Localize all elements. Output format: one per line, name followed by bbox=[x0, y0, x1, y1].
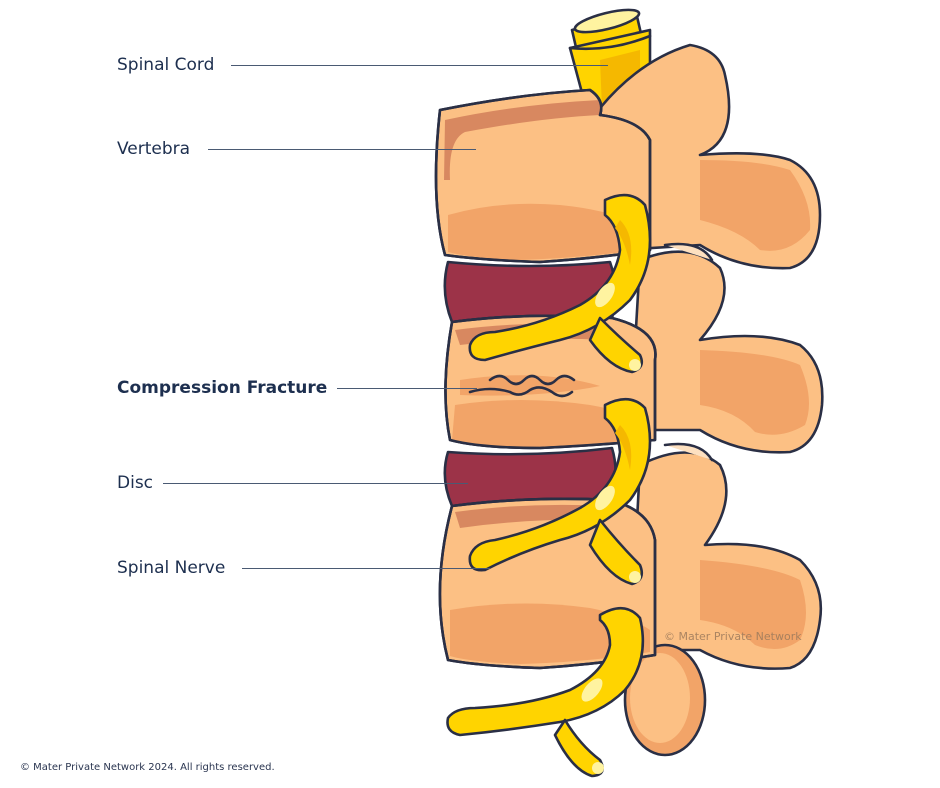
leader-spinal-nerve bbox=[242, 568, 490, 569]
posterior-process-middle bbox=[628, 250, 824, 454]
leader-spinal-cord bbox=[231, 65, 608, 66]
label-compression-fracture: Compression Fracture bbox=[117, 378, 328, 398]
leader-vertebra bbox=[208, 149, 476, 150]
spinal-nerve-upper bbox=[468, 193, 652, 374]
label-spinal-cord: Spinal Cord bbox=[117, 55, 215, 75]
disc-lower bbox=[443, 446, 617, 508]
spinal-nerve-lower bbox=[446, 606, 645, 778]
fracture-lines bbox=[488, 374, 576, 386]
label-vertebra: Vertebra bbox=[117, 139, 191, 159]
leader-compression-fracture bbox=[337, 388, 477, 389]
spinal-nerve-middle bbox=[468, 397, 652, 586]
vertebra-upper bbox=[434, 88, 652, 264]
posterior-process-lower bbox=[623, 451, 823, 757]
label-spinal-nerve: Spinal Nerve bbox=[117, 558, 226, 578]
label-disc: Disc bbox=[117, 473, 154, 493]
leader-disc bbox=[163, 483, 468, 484]
posterior-process-upper bbox=[598, 43, 822, 270]
watermark: © Mater Private Network bbox=[664, 630, 802, 643]
copyright-notice: © Mater Private Network 2024. All rights… bbox=[20, 762, 275, 773]
